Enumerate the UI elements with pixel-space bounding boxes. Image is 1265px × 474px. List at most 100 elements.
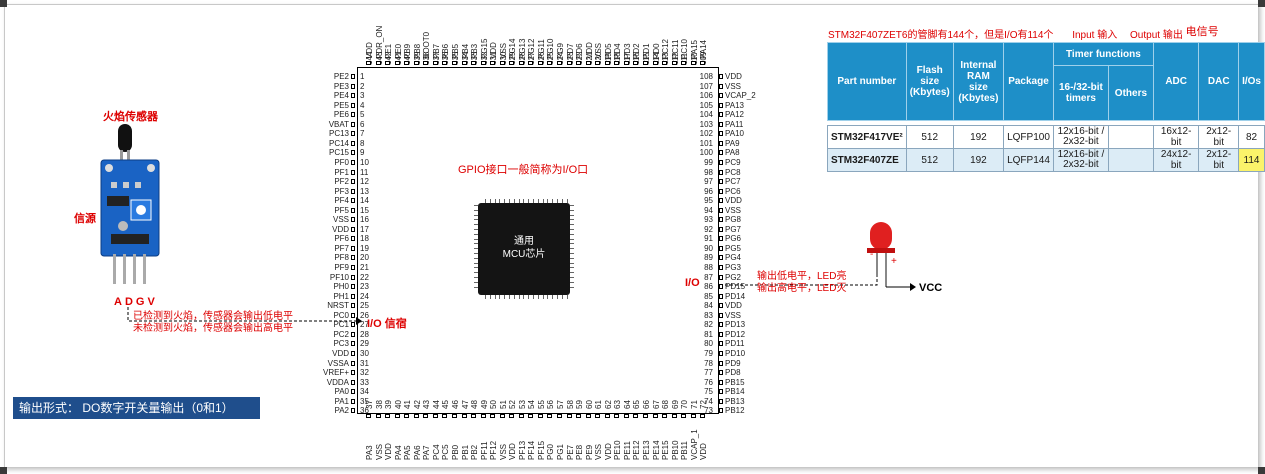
pin-box xyxy=(528,61,534,65)
title-input: Input 输入 xyxy=(1072,30,1118,41)
pin-name: PF9 xyxy=(334,263,349,272)
pin-name: PE0 xyxy=(393,43,403,59)
pin-box xyxy=(585,414,591,418)
pin-number: 20 xyxy=(360,253,369,263)
pin-name: PG13 xyxy=(517,38,527,59)
pin-name: PF14 xyxy=(527,440,537,460)
pin-number: 2 xyxy=(360,81,365,91)
mcu-pin xyxy=(474,219,478,221)
pin-box xyxy=(351,217,355,223)
pin-number: 66 xyxy=(641,400,651,409)
pin-box xyxy=(351,408,355,414)
pin-box xyxy=(385,414,391,418)
pin-number: 68 xyxy=(661,400,671,409)
pin-name: VSS xyxy=(374,443,384,460)
pin-name: PG1 xyxy=(556,443,565,460)
pin-box xyxy=(623,414,629,418)
pin-number: 64 xyxy=(622,400,632,409)
pin-name: PA11 xyxy=(725,119,744,129)
pin-box xyxy=(633,414,639,418)
mcu-pin xyxy=(474,281,478,283)
pin-box xyxy=(461,414,467,418)
pin-name: PE12 xyxy=(632,440,642,460)
mcu-pin xyxy=(552,199,554,203)
pin-box xyxy=(719,140,723,146)
pin-box xyxy=(351,188,355,194)
pin-box xyxy=(719,188,723,194)
pin-name: PA7 xyxy=(422,445,432,460)
pin-name: PB13 xyxy=(725,396,745,406)
led-note: 输出低电平，LED亮 输出高电平，LED灭 xyxy=(757,271,846,295)
mcu-pin xyxy=(523,295,525,299)
pin-number: 90 xyxy=(704,243,713,253)
pin-name: PA1 xyxy=(334,396,349,406)
pin-number: 83 xyxy=(704,310,713,320)
mcu-pin xyxy=(474,253,478,254)
pin-name: PC9 xyxy=(725,157,741,167)
pin-box xyxy=(719,112,723,118)
pin-name: PB15 xyxy=(725,377,745,387)
pin-box xyxy=(719,303,723,309)
header-ios: I/Os xyxy=(1238,42,1265,121)
pin-box xyxy=(518,61,524,65)
pin-name: PC5 xyxy=(441,444,451,460)
pin-number: 41 xyxy=(403,400,413,409)
mcu-pin xyxy=(570,243,574,245)
pin-name: VDD xyxy=(384,443,394,460)
pin-box xyxy=(719,245,723,251)
pin-number: 23 xyxy=(360,282,369,292)
pin-box xyxy=(595,61,601,65)
pin-number: 37 xyxy=(365,400,374,409)
mcu-pin xyxy=(474,214,478,216)
pin-box xyxy=(351,112,355,118)
pin-box xyxy=(719,83,723,89)
pin-name: PE7 xyxy=(565,444,575,460)
pin-box xyxy=(442,61,448,65)
pin-number: 86 xyxy=(704,282,713,292)
pin-name: PF11 xyxy=(479,441,489,460)
title-main: STM32F407ZET6的管脚有144个，但是I/O有114个 xyxy=(828,30,1054,41)
mcu-pin xyxy=(474,243,478,245)
pin-number: 15 xyxy=(360,205,369,215)
frame-corner xyxy=(0,0,7,7)
pin-box xyxy=(351,131,355,137)
pin-name: PB8 xyxy=(412,43,422,59)
pin-number: 11 xyxy=(360,167,369,177)
pin-name: PD1 xyxy=(641,43,651,59)
pin-box xyxy=(366,414,371,418)
pin-box xyxy=(719,398,723,404)
pin-name: PA12 xyxy=(725,110,744,120)
mcu-pin xyxy=(542,199,544,203)
pin-name: VSS xyxy=(725,205,742,215)
pin-number: 87 xyxy=(704,272,713,282)
mcu-pin xyxy=(542,295,544,299)
mcu-pin xyxy=(570,205,574,206)
pin-number: 35 xyxy=(360,396,369,406)
pin-box xyxy=(351,398,355,404)
pin-box xyxy=(700,61,706,65)
pin-name: PD8 xyxy=(725,368,741,378)
pin-name: PF4 xyxy=(334,196,349,206)
cell-ios-highlight: 114 xyxy=(1238,148,1265,172)
pin-box xyxy=(351,389,355,395)
pin-box xyxy=(576,414,582,418)
pin-box xyxy=(585,61,591,65)
pin-box xyxy=(604,414,610,418)
pin-box xyxy=(719,207,723,213)
pin-box xyxy=(385,61,391,65)
pin-box xyxy=(719,312,723,318)
pin-box xyxy=(351,121,355,127)
header-flash: Flash size (Kbytes) xyxy=(905,42,954,121)
pin-number: 60 xyxy=(584,400,594,409)
mcu-pin xyxy=(570,262,574,264)
pin-box xyxy=(509,414,515,418)
pin-name: PB10 xyxy=(670,440,680,460)
pin-name: PF3 xyxy=(334,186,349,196)
pin-box xyxy=(719,293,723,299)
pin-name: PD2 xyxy=(632,43,642,59)
pin-name: PF12 xyxy=(489,440,499,460)
pin-number: 108 xyxy=(699,72,713,81)
pin-box xyxy=(719,265,723,270)
pin-box xyxy=(451,414,457,418)
pin-number: 51 xyxy=(498,400,508,409)
